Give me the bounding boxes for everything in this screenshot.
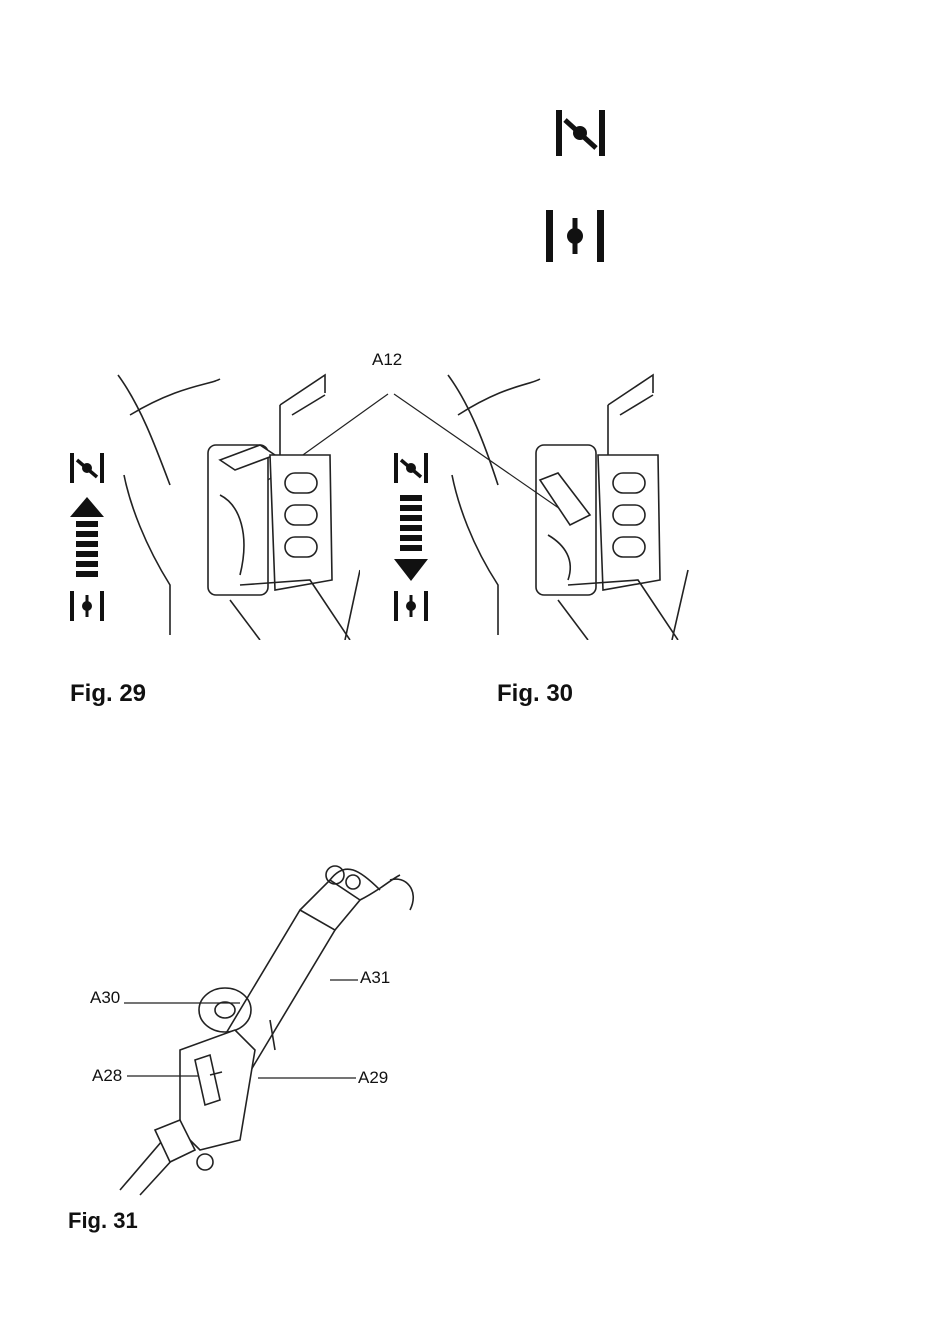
fig29-illustration [60,345,360,640]
arrow-down-icon [394,495,428,581]
choke-closed-icon [394,591,428,621]
choke-open-icon [394,453,428,483]
choke-closed-icon [70,591,104,621]
fig30-illustration [380,345,690,640]
fig30-caption: Fig. 30 [497,680,573,708]
arrow-up-icon [70,497,104,577]
fig29-caption: Fig. 29 [70,680,146,708]
fig31-label-a30: A30 [90,988,120,1008]
choke-open-icon [552,108,610,158]
choke-open-icon [70,453,104,483]
choke-closed-icon [542,208,608,264]
fig31-caption: Fig. 31 [68,1208,138,1234]
fig31-label-a28: A28 [92,1066,122,1086]
fig31-label-a31: A31 [360,968,390,988]
fig31-label-a29: A29 [358,1068,388,1088]
fig31-illustration [60,850,480,1200]
